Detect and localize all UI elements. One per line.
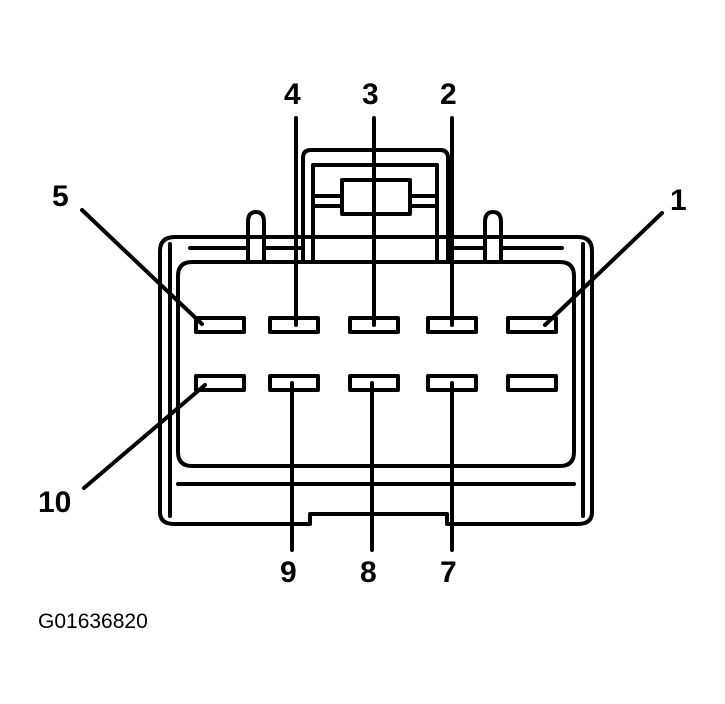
pin-label-2: 2 — [440, 78, 457, 111]
slot-6 — [506, 374, 558, 392]
pin-label-5: 5 — [52, 180, 69, 213]
pin-label-9: 9 — [280, 556, 297, 589]
pin-label-10: 10 — [38, 486, 71, 519]
pin-label-3: 3 — [362, 78, 379, 111]
leader-1 — [543, 211, 664, 327]
pin-label-8: 8 — [360, 556, 377, 589]
pin-label-1: 1 — [670, 184, 687, 217]
connector-outer-housing — [158, 235, 594, 526]
figure-code: G01636820 — [38, 610, 148, 633]
slot-1 — [506, 316, 558, 334]
leader-10 — [82, 383, 207, 490]
left-post — [246, 210, 266, 264]
slot-10 — [194, 374, 246, 392]
pin-slots — [194, 316, 558, 392]
leader-5 — [80, 208, 204, 326]
connector-inner-face — [176, 260, 576, 468]
leader-lines — [80, 116, 664, 552]
pin-label-7: 7 — [440, 556, 457, 589]
pin-label-4: 4 — [284, 78, 301, 111]
slot-5 — [194, 316, 246, 334]
right-post — [483, 210, 503, 264]
